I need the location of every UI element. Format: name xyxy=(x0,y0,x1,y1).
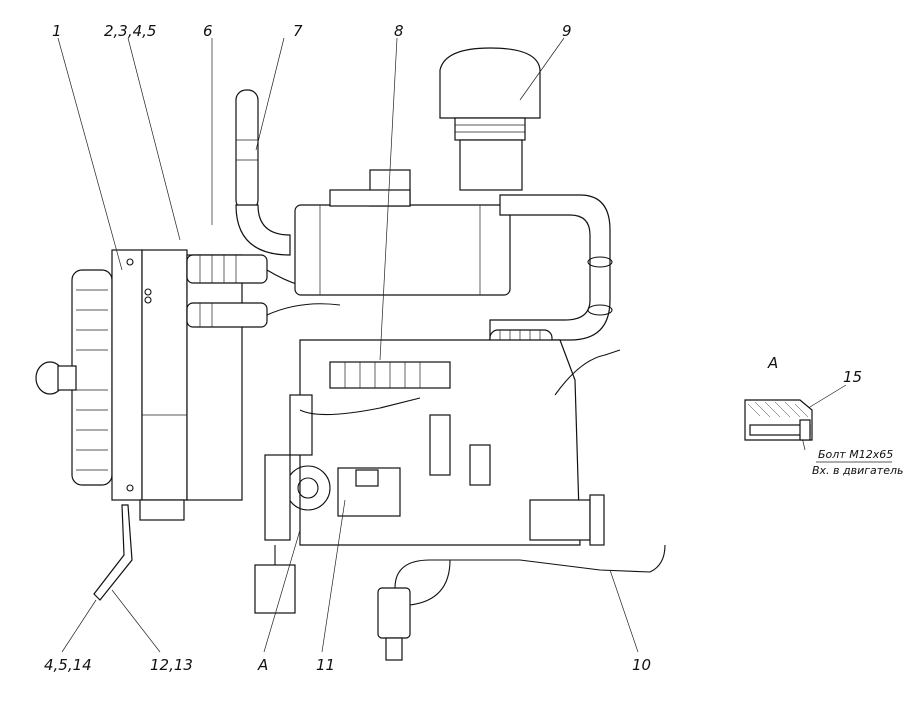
callout-6: 6 xyxy=(203,22,213,40)
callout-15: 15 xyxy=(843,368,862,386)
callout-labels: 1 2,3,4,5 6 7 8 9 10 11 12,13 4,5,14 A 1… xyxy=(44,22,903,674)
callout-7: 7 xyxy=(293,22,303,40)
callout-11: 11 xyxy=(316,656,335,674)
fuel-filter-and-lines xyxy=(299,349,666,661)
muffler-and-air-cleaner xyxy=(294,47,613,361)
air-pipes xyxy=(186,89,341,328)
callout-2-3-4-5: 2,3,4,5 xyxy=(104,22,156,40)
leader-lines xyxy=(57,37,847,653)
radiator-fan-assembly xyxy=(35,249,243,601)
callout-9: 9 xyxy=(562,22,572,40)
callout-12-13: 12,13 xyxy=(150,656,193,674)
callout-10: 10 xyxy=(632,656,651,674)
view-a-detail xyxy=(744,399,813,441)
callout-4-5-14: 4,5,14 xyxy=(44,656,92,674)
engine-block xyxy=(254,339,605,614)
callout-a: A xyxy=(257,656,268,674)
view-a-title: A xyxy=(767,354,778,372)
callout-1: 1 xyxy=(52,22,62,40)
engine-note: Вх. в двигатель xyxy=(812,464,903,477)
bolt-note: Болт М12х65 xyxy=(818,448,893,461)
callout-8: 8 xyxy=(394,22,404,40)
